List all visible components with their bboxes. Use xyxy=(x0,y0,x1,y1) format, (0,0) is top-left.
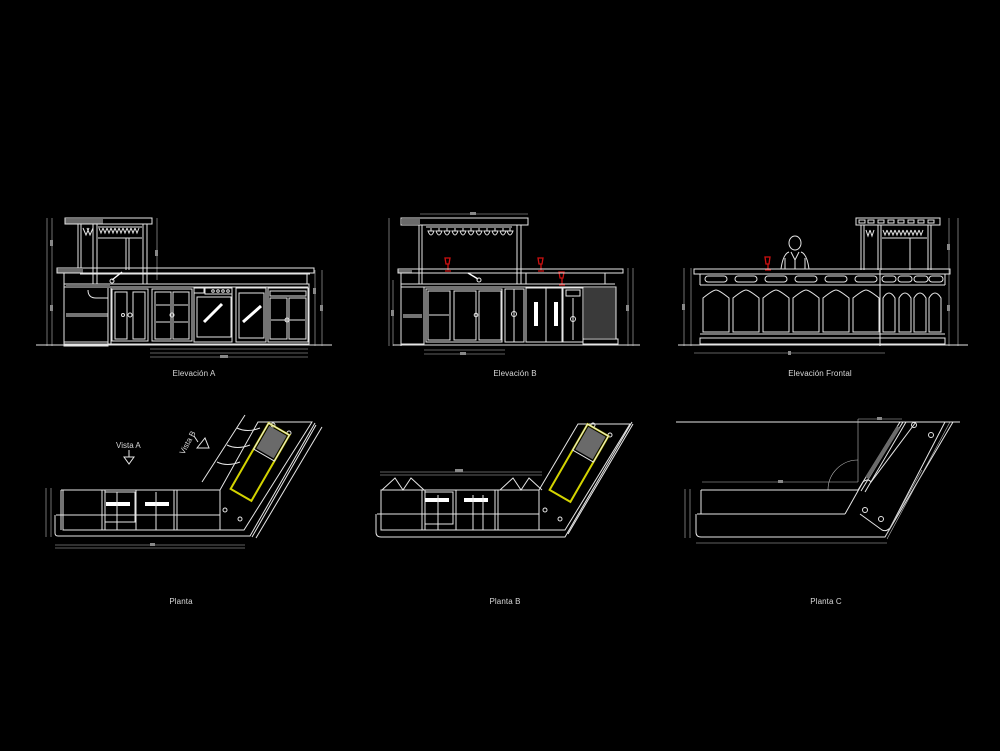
elevation-frontal-drawing xyxy=(670,200,970,370)
plan-drawing: Vista A Vista B xyxy=(30,400,340,560)
elevation-b-title: Elevación B xyxy=(493,369,537,378)
vista-b-label: Vista B xyxy=(178,429,198,455)
wine-glass-icon xyxy=(444,257,565,286)
elevation-b-drawing xyxy=(360,200,650,370)
wine-glass-icon xyxy=(764,256,771,271)
elevation-frontal-title: Elevación Frontal xyxy=(788,369,852,378)
view-direction-arrow-icon xyxy=(123,456,135,465)
elevation-a-drawing xyxy=(30,200,340,370)
elevation-a-title: Elevación A xyxy=(172,369,216,378)
plan-c-title: Planta C xyxy=(810,597,842,606)
bartender-figure-icon xyxy=(780,235,810,270)
plan-title: Planta xyxy=(169,597,193,606)
view-direction-arrow-icon xyxy=(195,437,210,449)
plan-b-drawing xyxy=(360,410,650,560)
plan-c-drawing xyxy=(670,410,970,560)
plan-b-title: Planta B xyxy=(489,597,521,606)
vista-a-label: Vista A xyxy=(116,441,141,450)
